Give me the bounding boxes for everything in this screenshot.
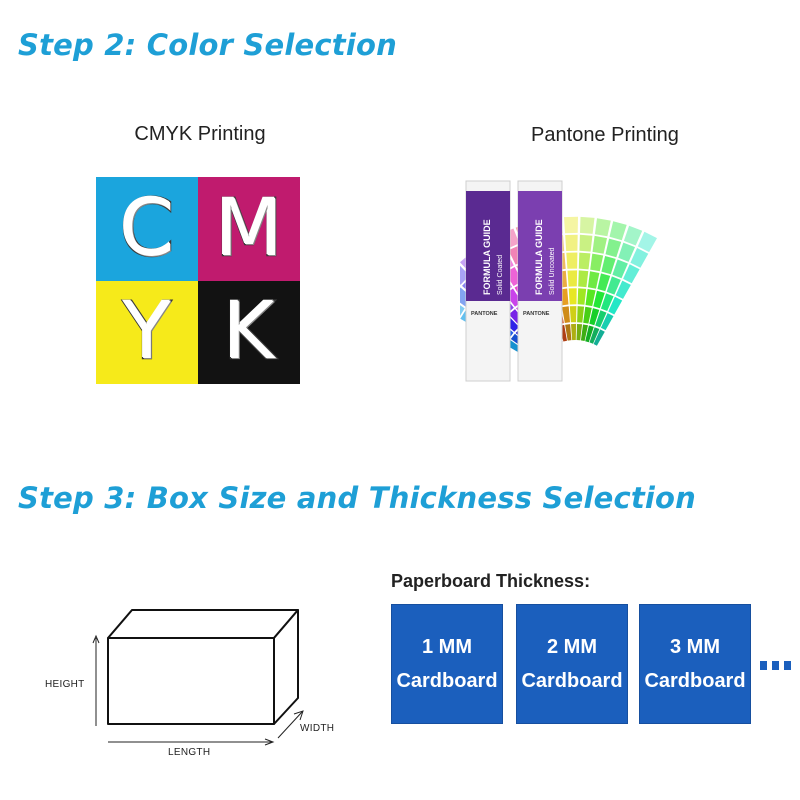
pantone-swatch-chip: [565, 324, 572, 341]
thickness-option-3mm[interactable]: 3 MM Cardboard: [639, 604, 751, 724]
cmyk-cell-magenta: M: [198, 177, 300, 281]
cmyk-letter-y: Y: [122, 287, 172, 378]
pantone-swatch-chip: [595, 310, 607, 328]
pantone-swatch-chip: [585, 325, 594, 343]
cmyk-cell-cyan: C: [96, 177, 198, 281]
pantone-swatch-chip: [564, 216, 578, 234]
dimension-arrows: [92, 634, 304, 746]
pantone-swatch-fan-image: FORMULA GUIDE Solid Coated PANTONE FORMU…: [460, 180, 657, 382]
pantone-swatch-chip: [600, 313, 614, 331]
pantone-swatch-chip: [637, 231, 657, 253]
cmyk-letter-k: K: [222, 287, 276, 378]
ellipsis-icon: [760, 661, 794, 671]
pantone-swatch-chip: [580, 324, 588, 341]
pantone-swatch-chip: [460, 265, 470, 285]
pantone-swatch-chip: [567, 270, 578, 287]
thickness-value: 2 MM: [547, 636, 597, 658]
pantone-swatch-chip: [593, 290, 605, 309]
pantone-swatch-chip: [576, 324, 583, 341]
cmyk-cell-yellow: Y: [96, 280, 198, 384]
pantone-swatch-chip: [623, 264, 640, 284]
material-label: Cardboard: [644, 670, 746, 692]
height-label: HEIGHT: [45, 679, 85, 690]
pantone-swatch-chip: [562, 306, 570, 323]
box-dimensions-diagram: [92, 609, 304, 746]
pantone-swatch-chip: [568, 288, 577, 305]
pantone-guide-uncoated: FORMULA GUIDE Solid Uncoated PANTONE: [517, 180, 563, 382]
thickness-value: 3 MM: [670, 636, 720, 658]
guide2-brand: PANTONE: [523, 311, 550, 317]
guide1-brand: PANTONE: [471, 311, 498, 317]
width-label: WIDTH: [300, 723, 335, 734]
thickness-value: 1 MM: [422, 636, 472, 658]
guide1-subtitle: Solid Coated: [497, 255, 504, 295]
pantone-swatch-chip: [612, 259, 628, 279]
pantone-swatch-chip: [623, 225, 643, 246]
pantone-swatch-chip: [609, 221, 627, 241]
pantone-swatch-chip: [579, 234, 593, 252]
thickness-option-2mm[interactable]: 2 MM Cardboard: [516, 604, 628, 724]
guide1-title: FORMULA GUIDE: [482, 219, 492, 295]
pantone-swatch-chip: [601, 256, 616, 275]
pantone-swatch-chip: [583, 306, 592, 324]
box-front-face: [107, 637, 275, 725]
pantone-swatch-chip: [460, 305, 465, 316]
step3-title: Step 3: Box Size and Thickness Selection: [18, 481, 697, 515]
pantone-swatch-chip: [606, 276, 621, 295]
guide2-title: FORMULA GUIDE: [534, 219, 544, 295]
material-label: Cardboard: [521, 670, 623, 692]
pantone-swatch-chip: [605, 238, 622, 258]
length-label: LENGTH: [168, 747, 211, 758]
pantone-swatch-chip: [565, 234, 578, 251]
pantone-swatch-chip: [580, 216, 595, 234]
cmyk-color-grid: C M Y K: [96, 177, 300, 384]
paperboard-thickness-title: Paperboard Thickness:: [391, 571, 591, 591]
box-top-face: [107, 609, 299, 639]
pantone-swatch-chip: [592, 235, 607, 254]
pantone-swatch-chip: [593, 329, 605, 346]
pantone-swatch-chip: [589, 327, 600, 344]
pantone-swatch-chip: [578, 252, 591, 270]
cmyk-cell-black: K: [198, 280, 300, 384]
pantone-swatch-chip: [608, 296, 623, 315]
pantone-swatch-chip: [630, 248, 649, 268]
cmyk-letter-m: M: [214, 183, 284, 274]
pantone-swatch-chip: [571, 323, 577, 341]
pantone-swatch-chip: [587, 271, 600, 289]
pantone-swatch-chip: [566, 252, 578, 269]
pantone-swatch-chip: [577, 306, 585, 323]
pantone-swatch-chip: [578, 270, 589, 288]
material-label: Cardboard: [396, 670, 498, 692]
pantone-swatch-chip: [589, 308, 600, 326]
pantone-swatch-chip: [590, 253, 604, 272]
pantone-swatch-chip: [597, 273, 611, 292]
guide2-subtitle: Solid Uncoated: [549, 247, 556, 295]
thickness-option-1mm[interactable]: 1 MM Cardboard: [391, 604, 503, 724]
pantone-swatch-chip: [600, 293, 614, 311]
pantone-swatch-chip: [569, 306, 577, 323]
pantone-swatch-chip: [615, 280, 631, 299]
step2-title: Step 2: Color Selection: [18, 28, 397, 62]
pantone-swatch-chip: [577, 288, 587, 305]
pantone-guide-coated: FORMULA GUIDE Solid Coated PANTONE: [465, 180, 511, 382]
pantone-swatch-chip: [594, 218, 611, 237]
cmyk-letter-c: C: [119, 183, 176, 274]
cmyk-printing-label: CMYK Printing: [134, 123, 266, 145]
pantone-printing-label: Pantone Printing: [531, 124, 679, 146]
pantone-swatch-chip: [618, 242, 635, 262]
pantone-swatch-chip: [585, 289, 596, 307]
